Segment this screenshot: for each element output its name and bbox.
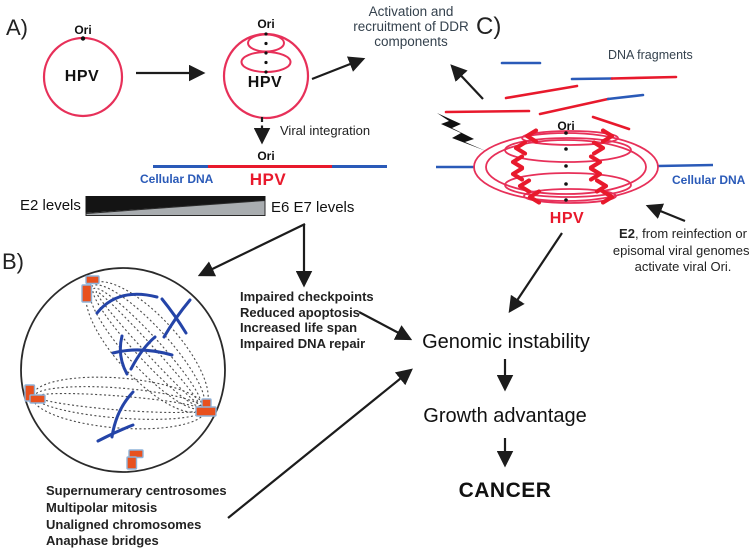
- viral-integration-label: Viral integration: [280, 123, 371, 138]
- e6e7-effects-list: Impaired checkpoints Reduced apoptosis I…: [240, 289, 374, 351]
- cancer-label: CANCER: [458, 479, 552, 502]
- arrow-e6e7-to-cell: [197, 223, 306, 277]
- arrow-effects-to-instability: [358, 311, 413, 341]
- mitotic-defects-list: Supernumerary centrosomes Multipolar mit…: [46, 483, 227, 550]
- replicating-hpv-label: HPV: [247, 74, 283, 91]
- replicating-ori-label: Ori: [257, 17, 275, 31]
- list-item: Supernumerary centrosomes: [46, 483, 227, 498]
- c-ori-dotted-axis: [564, 131, 568, 202]
- list-item: Impaired DNA repair: [240, 335, 366, 351]
- e6e7-levels-label: E6 E7 levels: [271, 199, 355, 216]
- list-item: Unaligned chromosomes: [46, 516, 202, 532]
- cellular-dna-label-c: Cellular DNA: [672, 173, 746, 187]
- arrow-fragments-to-ddr: [450, 64, 484, 100]
- cellular-dna-label-a: Cellular DNA: [140, 172, 214, 186]
- integrated-hpv-label: HPV: [249, 170, 287, 189]
- onion-skin-bubble: [473, 130, 659, 204]
- c-ori-label: Ori: [557, 119, 575, 133]
- arrow-hpv-c-to-instability: [508, 232, 563, 314]
- e2-bold: E2: [619, 226, 635, 241]
- replication-fork-arrows: [510, 128, 615, 205]
- list-item: Reduced apoptosis: [240, 304, 360, 320]
- c-hpv-label: HPV: [549, 210, 585, 227]
- panel-b-label: B): [2, 249, 24, 274]
- arrow-e2note-to-bubble: [645, 203, 686, 223]
- episome-ori-label: Ori: [74, 23, 92, 37]
- ori-dotted-axis: [264, 32, 268, 74]
- arrow-features-to-instability: [227, 368, 413, 519]
- lightning-bolt-icon: [437, 113, 486, 151]
- dna-fragments-lines: [444, 61, 678, 131]
- ddr-activation-text: Activation and recruitment of DDR compon…: [353, 4, 469, 49]
- e2-levels-label: E2 levels: [20, 197, 81, 214]
- c-cellular-dna-right: [657, 163, 714, 168]
- ori-dot: [80, 36, 86, 41]
- growth-advantage-label: Growth advantage: [423, 405, 587, 427]
- list-item: Increased life span: [240, 320, 358, 336]
- cell-circle: [20, 267, 226, 473]
- e6e7-level-wedge: [85, 199, 266, 216]
- list-item: Impaired checkpoints: [240, 289, 374, 304]
- chromosomes: [95, 292, 192, 443]
- centrosomes: [24, 275, 217, 470]
- integrated-ori-label: Ori: [257, 149, 275, 163]
- panel-c-label: C): [476, 13, 502, 40]
- panel-a-label: A): [6, 15, 28, 40]
- dna-fragments-label: DNA fragments: [608, 48, 693, 62]
- e2-reinfection-note: E2, from reinfection or episomal viral g…: [612, 226, 750, 274]
- episome-hpv-label: HPV: [64, 68, 100, 85]
- list-item: Anaphase bridges: [46, 533, 159, 549]
- list-item: Multipolar mitosis: [46, 499, 158, 515]
- genomic-instability-label: Genomic instability: [422, 331, 590, 353]
- arrow-replication-to-ddr: [311, 56, 366, 81]
